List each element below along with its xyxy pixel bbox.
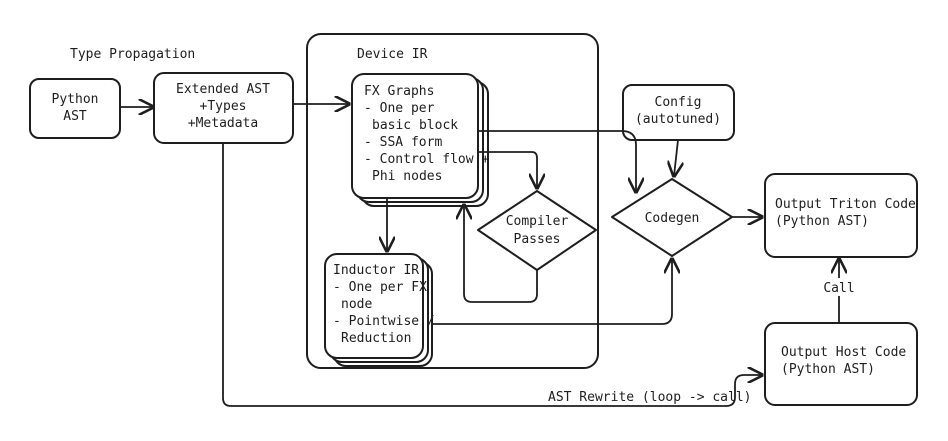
edge-ast-rewrite — [222, 142, 762, 407]
python-ast-node: Python AST — [29, 78, 121, 139]
python-ast-line-2: AST — [63, 109, 87, 124]
inductor-ir-line-3: node — [341, 297, 372, 312]
extended-ast-line-3: +Metadata — [188, 116, 258, 131]
extended-ast-line-1: Extended AST — [176, 82, 270, 97]
output-triton-line-2: (Python AST) — [775, 214, 869, 229]
inductor-ir-node: Inductor IR - One per FX node - Pointwis… — [324, 253, 435, 367]
output-host-line-1: Output Host Code — [781, 345, 906, 360]
inductor-ir-line-5: Reduction — [341, 331, 411, 346]
output-host-line-2: (Python AST) — [781, 362, 875, 377]
device-ir-frame — [306, 33, 599, 369]
call-label: Call — [823, 281, 854, 296]
codegen-label: Codegen — [645, 211, 700, 226]
fx-graphs-line-2: - One per — [364, 101, 435, 116]
fx-graphs-node: FX Graphs - One per basic block - SSA fo… — [351, 73, 489, 207]
output-host-node: Output Host Code (Python AST) — [764, 322, 918, 406]
edge-config-to-codegen — [674, 139, 678, 176]
fx-graphs-line-1: FX Graphs — [364, 84, 434, 99]
fx-graphs-line-3: basic block — [372, 118, 458, 133]
edge-inductor-to-codegen — [431, 259, 672, 325]
config-node: Config (autotuned) — [622, 84, 735, 141]
codegen-node: Codegen — [611, 178, 733, 257]
inductor-ir-line-4: - Pointwise / — [333, 314, 435, 329]
compiler-passes-line-2: Passes — [514, 232, 561, 247]
edge-fx-to-codegen — [477, 130, 636, 192]
extended-ast-line-2: +Types — [200, 99, 247, 114]
python-ast-line-1: Python — [52, 92, 99, 107]
edge-fx-to-compiler-passes — [477, 151, 537, 188]
output-triton-line-1: Output Triton Code — [775, 197, 916, 212]
device-ir-label: Device IR — [357, 47, 428, 62]
extended-ast-node: Extended AST +Types +Metadata — [153, 72, 294, 144]
inductor-ir-line-2: - One per FX — [333, 280, 427, 295]
fx-graphs-line-5: - Control flow + — [364, 152, 489, 167]
output-triton-node: Output Triton Code (Python AST) — [764, 173, 918, 258]
compiler-passes-line-1: Compiler — [506, 214, 569, 229]
compiler-passes-node: Compiler Passes — [477, 190, 597, 271]
edge-compiler-passes-loop — [464, 205, 538, 303]
inductor-ir-line-1: Inductor IR — [333, 263, 419, 278]
fx-graphs-line-4: - SSA form — [364, 135, 442, 150]
ast-rewrite-label: AST Rewrite (loop -> call) — [548, 390, 752, 405]
fx-graphs-line-6: Phi nodes — [372, 169, 442, 184]
type-propagation-label: Type Propagation — [70, 47, 195, 62]
config-line-1: Config — [655, 95, 702, 110]
config-line-2: (autotuned) — [635, 112, 721, 127]
